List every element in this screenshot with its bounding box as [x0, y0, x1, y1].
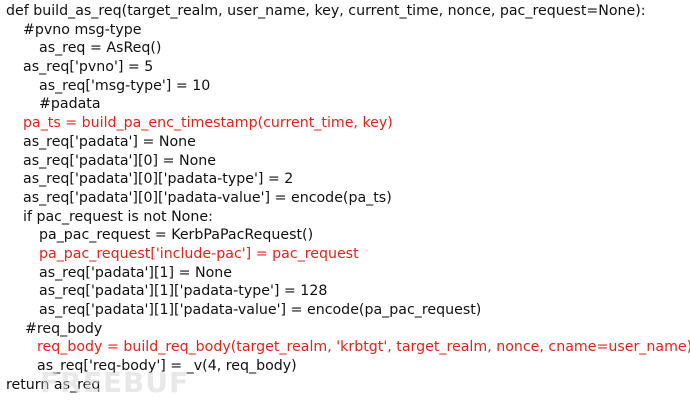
code-line-18: #req_body [25, 320, 103, 337]
code-line-3: as_req = AsReq() [39, 40, 162, 57]
code-line-6: #padata [39, 96, 101, 113]
code-line-7: pa_ts = build_pa_enc_timestamp(current_t… [23, 115, 393, 132]
code-line-21: return as_req [6, 376, 101, 393]
code-block: def build_as_req(target_realm, user_name… [6, 2, 690, 394]
code-line-13: pa_pac_request = KerbPaPacRequest() [39, 227, 314, 244]
code-line-14: pa_pac_request['include-pac'] = pac_requ… [39, 245, 359, 262]
code-line-9: as_req['padata'][0] = None [23, 152, 216, 169]
code-line-19: req_body = build_req_body(target_realm, … [37, 339, 690, 356]
code-line-2: #pvno msg-type [23, 21, 142, 38]
code-line-20: as_req['req-body'] = _v(4, req_body) [37, 358, 297, 375]
code-line-16: as_req['padata'][1]['padata-type'] = 128 [39, 283, 328, 300]
code-line-12: if pac_request is not None: [23, 208, 213, 225]
code-line-11: as_req['padata'][0]['padata-value'] = en… [23, 189, 392, 206]
code-line-4: as_req['pvno'] = 5 [23, 59, 154, 76]
code-line-1: def build_as_req(target_realm, user_name… [6, 3, 646, 19]
code-line-17: as_req['padata'][1]['padata-value'] = en… [39, 302, 482, 318]
code-line-8: as_req['padata'] = None [23, 133, 196, 150]
code-line-15: as_req['padata'][1] = None [39, 264, 232, 281]
code-line-10: as_req['padata'][0]['padata-type'] = 2 [23, 171, 294, 188]
code-line-5: as_req['msg-type'] = 10 [39, 77, 211, 94]
